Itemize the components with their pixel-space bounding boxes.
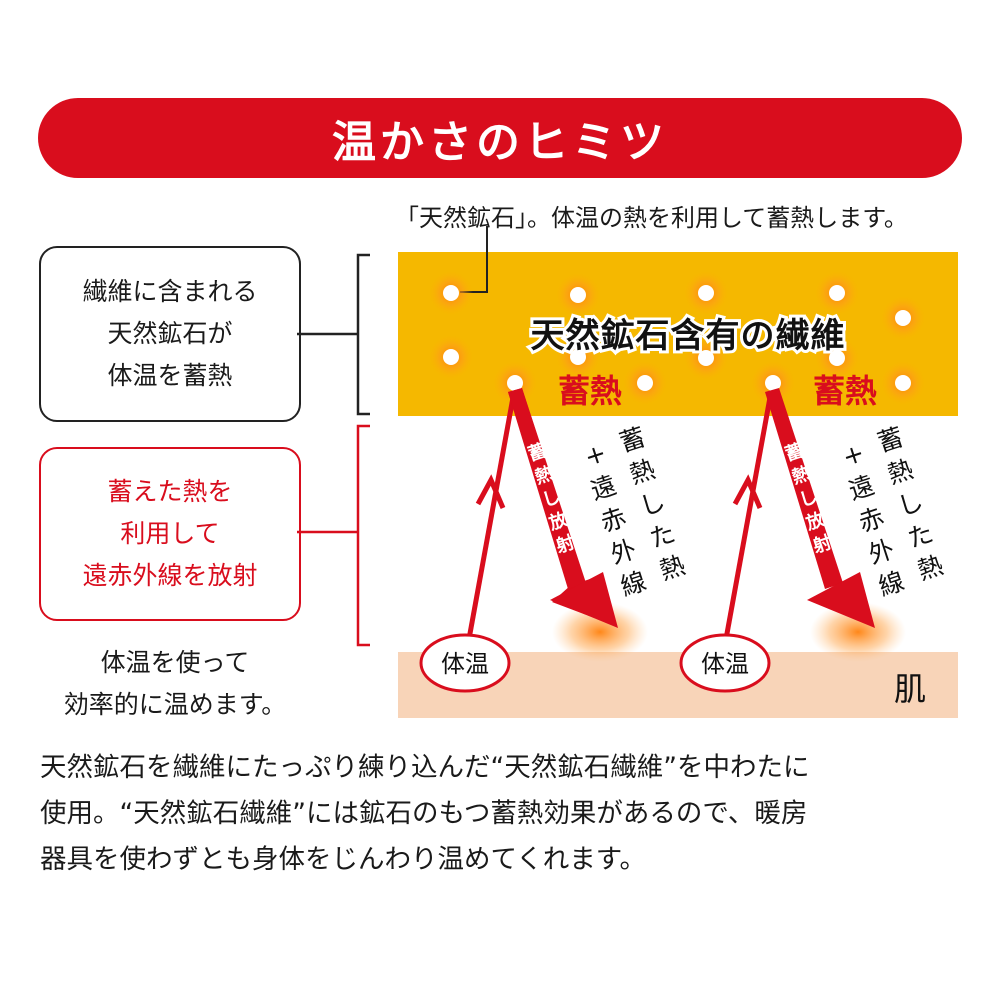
side-label-char: 遠 xyxy=(845,470,878,505)
description-text: 天然鉱石を繊維にたっぷり練り込んだ“天然鉱石繊維”を中わたに 使用。“天然鉱石繊… xyxy=(40,745,980,883)
caption-line: 効率的に温めます。 xyxy=(63,690,287,719)
bracket-top xyxy=(356,253,370,416)
body-temp-label: 体温 xyxy=(701,650,749,678)
fiber-band xyxy=(398,252,958,416)
side-label-char: 赤 xyxy=(855,502,888,537)
left-caption: 体温を使って 効率的に温めます。 xyxy=(30,642,320,726)
page-title: 温かさのヒミツ xyxy=(332,117,668,168)
side-label-plus: + xyxy=(839,438,868,472)
fiber-label: 天然鉱石含有の繊維 xyxy=(531,316,846,356)
side-label-char: 外 xyxy=(865,534,898,569)
storage-label: 蓄熱 xyxy=(558,372,622,410)
title-banner: 温かさのヒミツ xyxy=(38,98,962,178)
top-note: 「天然鉱石」。体温の熱を利用して蓄熱します。 xyxy=(395,204,908,232)
mineral-dot-icon xyxy=(556,273,600,317)
arrow-label-char: し xyxy=(796,486,820,512)
side-label-char: 熱 xyxy=(626,454,659,489)
description-line: 天然鉱石を繊維にたっぷり練り込んだ“天然鉱石繊維”を中わたに xyxy=(40,752,810,783)
side-label-plus: + xyxy=(581,438,610,472)
heat-arrows-left xyxy=(464,388,618,651)
box-line: 繊維に含まれる xyxy=(82,277,258,306)
side-label-char: 熱 xyxy=(884,454,917,489)
side-label-char: 線 xyxy=(617,566,650,601)
side-label-char: 線 xyxy=(875,566,908,601)
mineral-dot-icon xyxy=(556,335,600,379)
box-line: 遠赤外線を放射 xyxy=(82,561,258,590)
far-infrared-box: 蓄えた熱を 利用して 遠赤外線を放射 xyxy=(39,447,301,621)
body-temp-badge-right: 体温 xyxy=(679,633,771,693)
arrow-label-char: 熱 xyxy=(789,462,813,488)
box-line: 体温を蓄熱 xyxy=(107,361,233,390)
side-label-char: 熱 xyxy=(914,550,947,585)
skin-label: 肌 xyxy=(894,670,926,708)
mineral-dot-icon xyxy=(429,335,473,379)
arrow-label-char: 熱 xyxy=(532,462,556,488)
side-label-char: 熱 xyxy=(656,550,689,585)
mineral-dot-icon xyxy=(881,361,925,405)
side-label-char: し xyxy=(894,486,927,521)
box-line: 蓄えた熱を xyxy=(107,477,233,506)
description-line: 使用。“天然鉱石繊維”には鉱石のもつ蓄熱効果があるので、暖房 xyxy=(40,798,808,829)
mineral-dot-icon xyxy=(881,296,925,340)
heat-arrows-right xyxy=(721,388,875,651)
mineral-dot-icon xyxy=(815,271,859,315)
side-label-char: 赤 xyxy=(597,502,630,537)
mineral-dot-icon xyxy=(493,361,537,405)
bracket-bottom xyxy=(356,424,370,647)
mineral-dot-icon xyxy=(684,271,728,315)
side-label-char: し xyxy=(636,486,669,521)
side-label-left: 蓄 熱 し た 熱 + 遠 赤 外 線 xyxy=(581,422,689,601)
body-temp-label: 体温 xyxy=(441,650,489,678)
side-label-char: 蓄 xyxy=(616,422,649,457)
arrow-label-left: 蓄 熱 し 放 射 xyxy=(525,440,577,558)
body-temp-badge-left: 体温 xyxy=(419,633,511,693)
side-label-char: 遠 xyxy=(587,470,620,505)
mineral-dot-icon xyxy=(815,336,859,380)
side-label-char: 蓄 xyxy=(874,422,907,457)
side-label-char: た xyxy=(904,518,937,553)
arrow-label-char: し xyxy=(539,486,563,512)
box-line: 利用して xyxy=(120,519,220,548)
side-label-char: た xyxy=(646,518,679,553)
mineral-dots xyxy=(429,271,925,405)
mineral-dot-icon xyxy=(623,361,667,405)
storage-label: 蓄熱 xyxy=(813,372,877,410)
arrow-label-char: 蓄 xyxy=(782,440,806,466)
mineral-dot-icon xyxy=(684,336,728,380)
box-line: 天然鉱石が xyxy=(107,319,233,348)
side-label-char: 外 xyxy=(607,534,640,569)
description-line: 器具を使わずとも身体をじんわり温めてくれます。 xyxy=(40,844,647,875)
arrow-label-char: 蓄 xyxy=(525,440,549,466)
skin-glow xyxy=(552,602,648,662)
arrow-label-right: 蓄 熱 し 放 射 xyxy=(782,440,834,558)
mineral-dot-icon xyxy=(751,361,795,405)
caption-line: 体温を使って xyxy=(100,648,250,677)
mineral-dot-icon xyxy=(429,271,473,315)
skin-glow xyxy=(810,602,906,662)
